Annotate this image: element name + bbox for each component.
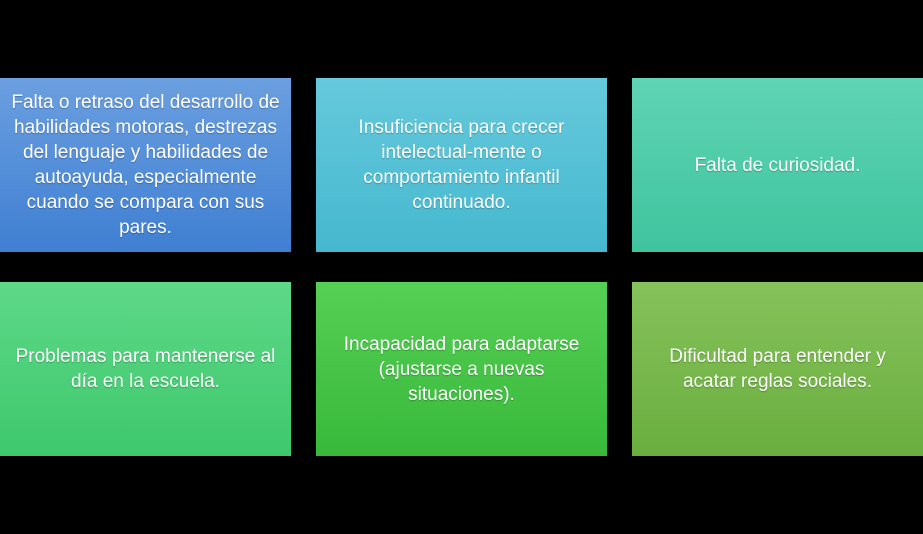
box-intellectual-growth: Insuficiencia para crecer intelectual-me… <box>316 78 607 252</box>
box-text: Falta de curiosidad. <box>694 154 861 176</box>
box-lack-of-curiosity: Falta de curiosidad. <box>632 78 923 252</box>
box-developmental-delay: Falta o retraso del desarrollo de habili… <box>0 78 291 252</box>
box-school-problems: Problemas para mantenerse al día en la e… <box>0 282 291 456</box>
box-text: Falta o retraso del desarrollo de habili… <box>11 92 280 238</box>
box-text: Problemas para mantenerse al día en la e… <box>15 346 276 392</box>
box-text: Dificultad para entender y acatar reglas… <box>669 346 886 392</box>
box-adaptation: Incapacidad para adaptarse (ajustarse a … <box>316 282 607 456</box>
box-social-rules: Dificultad para entender y acatar reglas… <box>632 282 923 456</box>
box-text: Incapacidad para adaptarse (ajustarse a … <box>343 333 580 405</box>
box-text: Insuficiencia para crecer intelectual-me… <box>358 117 565 213</box>
